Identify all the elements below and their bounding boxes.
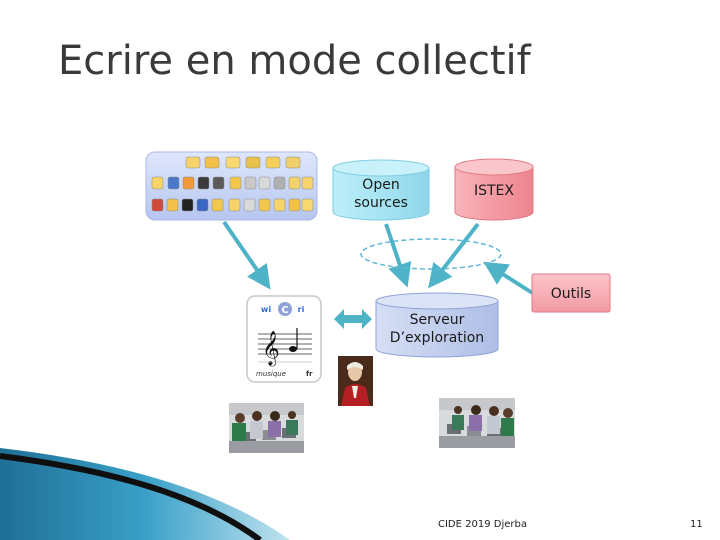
- wiki-musique-logo: wi C ri 𝄞 musique fr: [246, 295, 322, 383]
- palette-tile-icon: [273, 198, 286, 212]
- palette-tile-icon: [204, 156, 220, 169]
- arrow-open-sources-to-serveur: [384, 223, 412, 288]
- palette-tile-icon: [244, 176, 257, 190]
- wiki-caption: musique: [256, 370, 286, 378]
- wiki-lang: fr: [306, 370, 313, 378]
- mozart-portrait-image: [338, 356, 373, 406]
- palette-tile-icon: [273, 176, 286, 190]
- serveur-label-line2: D’exploration: [390, 330, 484, 346]
- arrow-palette-to-wiki: [222, 220, 271, 290]
- palette-tile-icon: [245, 156, 261, 169]
- serveur-label-line1: Serveur: [410, 312, 465, 328]
- palette-tile-icon: [258, 198, 271, 212]
- page-number: 11: [690, 519, 703, 530]
- palette-tile-icon: [181, 198, 194, 212]
- palette-tile-icon: [167, 176, 180, 190]
- palette-tile-icon: [212, 176, 225, 190]
- palette-tile-icon: [151, 176, 164, 190]
- istex-label: ISTEX: [474, 183, 514, 199]
- students-photo-right: [439, 398, 515, 448]
- icon-palette-panel: [145, 151, 318, 221]
- palette-tile-icon: [285, 156, 301, 169]
- open-sources-label-line2: sources: [354, 195, 408, 211]
- palette-tile-icon: [243, 198, 256, 212]
- palette-tile-icon: [166, 198, 179, 212]
- palette-tile-icon: [228, 198, 241, 212]
- wiki-logo-center: C: [281, 305, 288, 316]
- palette-tile-icon: [225, 156, 241, 169]
- palette-tile-icon: [258, 176, 271, 190]
- palette-tile-icon: [265, 156, 281, 169]
- students-photo-left: [229, 403, 304, 453]
- palette-tile-icon: [301, 198, 314, 212]
- palette-tile-icon: [196, 198, 209, 212]
- outils-label: Outils: [551, 286, 591, 302]
- palette-tile-icon: [288, 198, 301, 212]
- palette-tile-icon: [288, 176, 301, 190]
- wiki-logo-right: ri: [298, 305, 305, 314]
- palette-icons: [151, 156, 314, 212]
- slide-title: Ecrire en mode collectif: [58, 38, 531, 84]
- footer-swoosh: [0, 448, 290, 540]
- palette-tile-icon: [182, 176, 195, 190]
- arrow-wiki-serveur-bidirectional: [334, 309, 372, 329]
- palette-tile-icon: [197, 176, 210, 190]
- serveur-cylinder: Serveur D’exploration: [375, 292, 499, 358]
- footer-text: CIDE 2019 Djerba: [438, 519, 527, 530]
- dashed-ellipse: [360, 238, 502, 270]
- wiki-logo-left: wi: [261, 305, 271, 314]
- open-sources-cylinder: Open sources: [332, 159, 430, 221]
- palette-tile-icon: [211, 198, 224, 212]
- palette-tile-icon: [229, 176, 242, 190]
- istex-cylinder: ISTEX: [454, 158, 534, 221]
- palette-tile-icon: [301, 176, 314, 190]
- svg-text:𝄞: 𝄞: [262, 331, 280, 367]
- arrow-outils-to-serveur: [483, 261, 536, 296]
- palette-tile-icon: [185, 156, 201, 169]
- outils-box: Outils: [531, 273, 611, 313]
- arrow-istex-to-serveur: [428, 222, 480, 289]
- open-sources-label-line1: Open: [362, 177, 399, 193]
- palette-tile-icon: [151, 198, 164, 212]
- music-staff-icon: 𝄞: [258, 328, 312, 367]
